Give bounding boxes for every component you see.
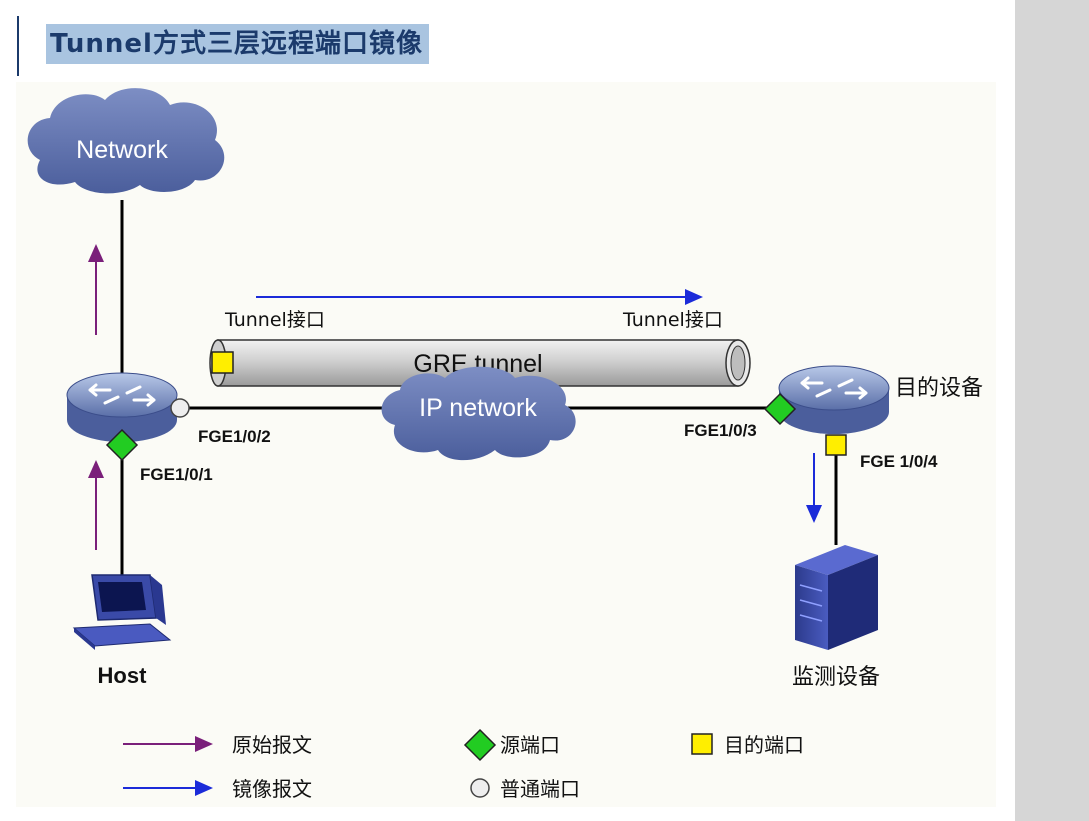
port-fge-1-0-3-label: FGE1/0/3 xyxy=(684,421,757,440)
source-port-left-icon xyxy=(105,428,139,462)
host-label: Host xyxy=(98,663,148,688)
monitor-server-icon xyxy=(795,545,878,650)
gre-tunnel-icon xyxy=(209,339,751,387)
monitor-device-label: 监测设备 xyxy=(792,665,880,690)
ip-network-cloud-icon xyxy=(381,366,576,461)
tunnel-interface-left-label: Tunnel接口 xyxy=(224,309,325,331)
port-fge-1-0-1-label: FGE1/0/1 xyxy=(140,465,213,484)
network-cloud-icon xyxy=(27,88,225,194)
network-cloud-label: Network xyxy=(76,136,168,164)
source-port-right-icon xyxy=(763,392,797,426)
normal-port-icon xyxy=(170,398,190,418)
ip-network-label: IP network xyxy=(419,394,537,422)
host-computer-icon xyxy=(72,574,172,650)
title-bullet-icon xyxy=(14,16,24,76)
legend-normal-port-label: 普通端口 xyxy=(500,777,580,801)
legend-dest-port-icon xyxy=(691,733,713,755)
legend-mirror-label: 镜像报文 xyxy=(232,777,312,801)
legend-original-label: 原始报文 xyxy=(232,733,312,757)
right-sidebar xyxy=(1015,0,1089,821)
tunnel-interface-right-label: Tunnel接口 xyxy=(622,309,723,331)
page-title: Tunnel方式三层远程端口镜像 xyxy=(46,24,429,64)
right-switch-icon xyxy=(778,365,890,434)
left-switch-icon xyxy=(66,372,178,442)
port-fge-1-0-4-label: FGE 1/0/4 xyxy=(860,452,938,471)
port-fge-1-0-2-label: FGE1/0/2 xyxy=(198,427,271,446)
legend-source-port-label: 源端口 xyxy=(500,733,560,757)
dest-port-icon xyxy=(825,434,847,456)
legend-source-port-icon xyxy=(463,728,497,762)
legend-normal-port-icon xyxy=(470,778,490,798)
dest-device-label: 目的设备 xyxy=(895,376,983,401)
legend-dest-port-label: 目的端口 xyxy=(724,733,804,757)
tunnel-dest-port-icon xyxy=(211,351,234,374)
